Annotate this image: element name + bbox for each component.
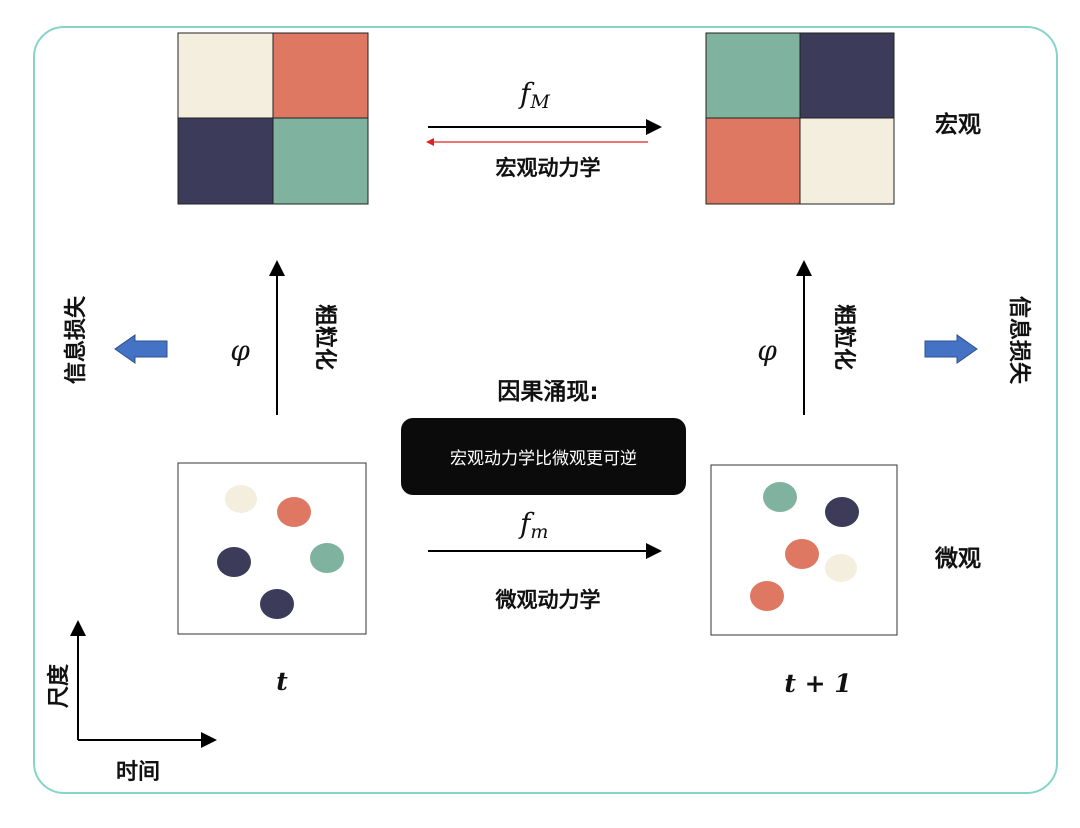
macro-dynamics-label: 宏观动力学	[496, 156, 601, 180]
info-loss-label-right: 信息损失	[1006, 296, 1032, 385]
macro-grid-t1	[705, 32, 895, 205]
info-loss-arrow-right	[924, 334, 978, 364]
macro-label: 宏观	[935, 111, 981, 138]
micro-label: 微观	[934, 545, 981, 572]
micro-state-t1	[710, 464, 898, 636]
time-label-t1: t + 1	[784, 669, 851, 698]
info-loss-label-left: 信息损失	[63, 295, 89, 384]
coarse-graining-label-left: 粗粒化	[312, 304, 338, 370]
micro-dynamics-symbol: fm	[518, 507, 548, 543]
time-label-t: t	[276, 667, 288, 696]
causal-emergence-note: 宏观动力学比微观更可逆	[401, 418, 686, 495]
info-loss-arrow-left	[114, 334, 168, 364]
phi-left: φ	[230, 334, 250, 367]
macro-grid-t	[177, 32, 369, 205]
phi-right: φ	[757, 334, 777, 367]
causal-emergence-title: 因果涌现:	[497, 379, 598, 405]
frame	[33, 26, 1058, 794]
micro-dynamics-label: 微观动力学	[495, 588, 601, 612]
causal-emergence-note-text: 宏观动力学比微观更可逆	[450, 449, 637, 469]
micro-state-t	[177, 462, 367, 635]
coarse-graining-label-right: 粗粒化	[831, 304, 857, 370]
macro-dynamics-symbol: fM	[518, 77, 550, 113]
scale-axis-label: 尺度	[46, 663, 72, 708]
time-axis-label: 时间	[116, 760, 160, 785]
